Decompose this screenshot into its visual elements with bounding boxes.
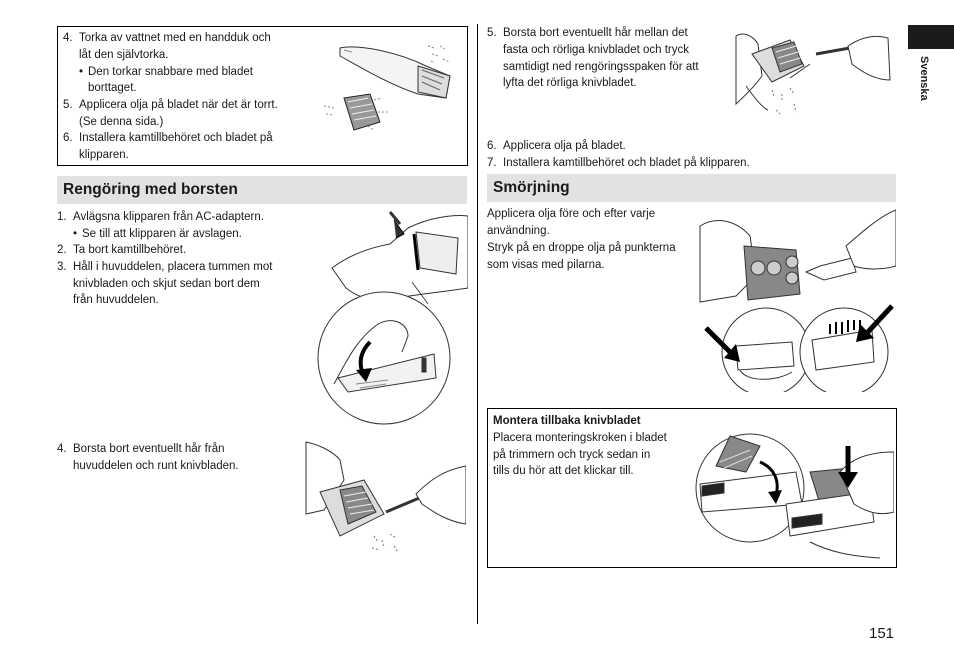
top-item5-number: 5. bbox=[63, 99, 73, 111]
oiling-line2: användning. bbox=[487, 225, 550, 237]
brush-lever-illustration bbox=[732, 24, 892, 132]
top-item4-bullet-line2: borttaget. bbox=[88, 82, 137, 94]
top-item6-line2: klipparen. bbox=[79, 149, 129, 161]
washing-trimmer-illustration bbox=[318, 36, 468, 136]
reattach-blade-box bbox=[487, 408, 897, 568]
brush-item2-number: 2. bbox=[57, 244, 67, 256]
thumb-push-blade-illustration bbox=[308, 208, 468, 426]
top-item6-line1: Installera kamtillbehöret och bladet på bbox=[79, 132, 273, 144]
oiling-line3: Stryk på en droppe olja på punkterna bbox=[487, 242, 676, 254]
brush-head-illustration bbox=[304, 440, 466, 560]
brush-item1-bullet-mark: • bbox=[73, 228, 78, 240]
brush-item2-line1: Ta bort kamtillbehöret. bbox=[73, 244, 187, 256]
language-tab bbox=[908, 25, 954, 49]
oiling-line4: som visas med pilarna. bbox=[487, 259, 605, 271]
brush-item3-line1: Håll i huvuddelen, placera tummen mot bbox=[73, 261, 273, 273]
right-item5-number: 5. bbox=[487, 27, 497, 39]
brush-item1-number: 1. bbox=[57, 211, 67, 223]
brush-item3-line2: knivbladen och skjut sedan bort dem bbox=[73, 278, 260, 290]
right-item5-line3: samtidigt ned rengöringsspaken för att bbox=[503, 61, 699, 73]
top-item4-number: 4. bbox=[63, 32, 73, 44]
right-item5-line1: Borsta bort eventuellt hår mellan det bbox=[503, 27, 688, 39]
right-item6-number: 6. bbox=[487, 140, 497, 152]
top-item5-line1: Applicera olja på bladet när det är torr… bbox=[79, 99, 278, 111]
column-divider bbox=[477, 24, 478, 624]
top-item4-bullet-line1: Den torkar snabbare med bladet bbox=[88, 66, 253, 78]
right-item7-number: 7. bbox=[487, 157, 497, 169]
right-item5-line2: fasta och rörliga knivbladet och tryck bbox=[503, 44, 690, 56]
brush-item4-number: 4. bbox=[57, 443, 67, 455]
oil-points-illustration bbox=[696, 206, 896, 392]
top-item4-bullet-mark: • bbox=[79, 66, 84, 78]
brush-item4-line2: huvuddelen och runt knivbladen. bbox=[73, 460, 239, 472]
brush-item3-number: 3. bbox=[57, 261, 67, 273]
top-item5-line2: (Se denna sida.) bbox=[79, 116, 164, 128]
brush-item1-line1: Avlägsna klipparen från AC-adaptern. bbox=[73, 211, 264, 223]
reattach-title: Montera tillbaka knivbladet bbox=[493, 415, 641, 427]
right-item6-line1: Applicera olja på bladet. bbox=[503, 140, 626, 152]
reattach-line3: tills du hör att det klickar till. bbox=[493, 465, 634, 477]
top-item6-number: 6. bbox=[63, 132, 73, 144]
brush-item1-bullet: Se till att klipparen är avslagen. bbox=[82, 228, 242, 240]
reattach-line1: Placera monteringskroken i bladet bbox=[493, 432, 667, 444]
brush-item4-line1: Borsta bort eventuellt hår från bbox=[73, 443, 225, 455]
oiling-line1: Applicera olja före och efter varje bbox=[487, 208, 656, 220]
language-tab-label: Svenska bbox=[918, 56, 930, 101]
top-item4-line1: Torka av vattnet med en handduk och bbox=[79, 32, 271, 44]
right-item7-line1: Installera kamtillbehöret och bladet på … bbox=[503, 157, 750, 169]
top-instructions-box bbox=[57, 26, 468, 166]
reattach-blade-illustration bbox=[690, 432, 894, 566]
oiling-heading: Smörjning bbox=[487, 174, 896, 202]
page-number: 151 bbox=[869, 625, 895, 642]
brush-item3-line3: från huvuddelen. bbox=[73, 294, 159, 306]
top-item4-line2: låt den självtorka. bbox=[79, 49, 169, 61]
brush-cleaning-heading: Rengöring med borsten bbox=[57, 176, 467, 204]
reattach-line2: på trimmern och tryck sedan in bbox=[493, 449, 651, 461]
right-item5-line4: lyfta det rörliga knivbladet. bbox=[503, 77, 637, 89]
